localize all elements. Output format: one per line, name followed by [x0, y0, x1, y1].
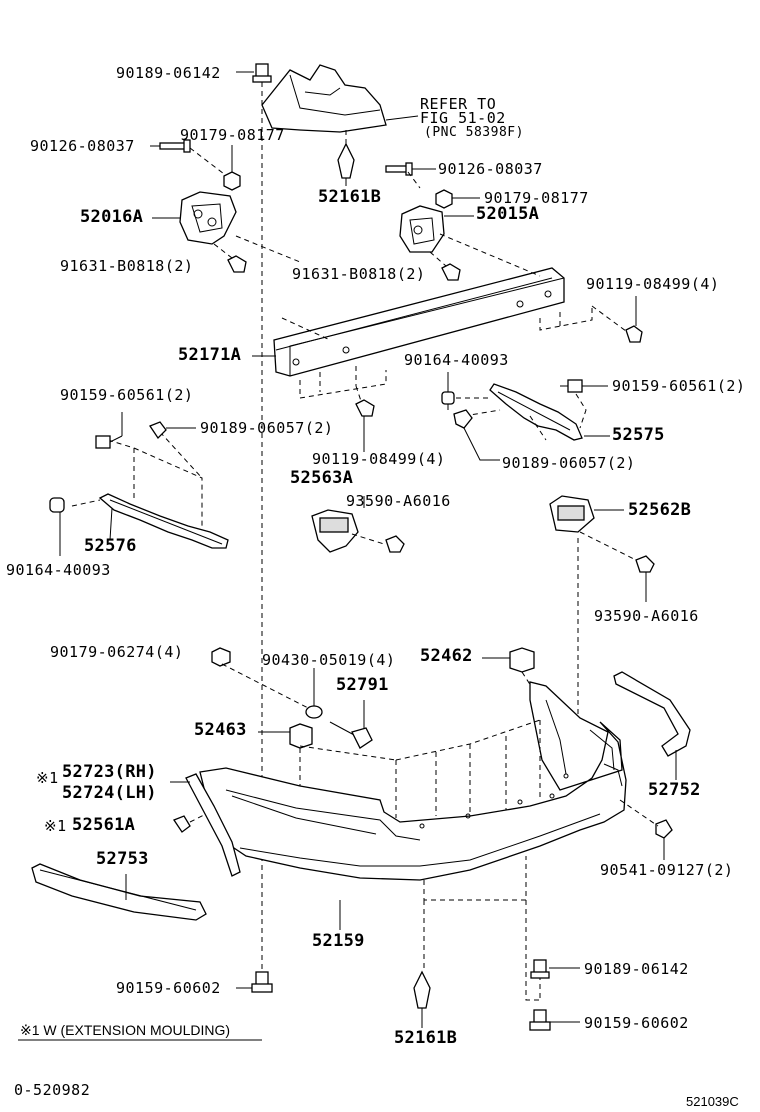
- label-52016a: 52016A: [80, 207, 144, 227]
- label-52161b-bottom: 52161B: [394, 1028, 458, 1048]
- label-90189-06142-top: 90189-06142: [116, 64, 221, 82]
- screw-90164-left: [49, 497, 65, 513]
- clip-52161b-top: [337, 142, 355, 179]
- bolt-90126-right: [385, 162, 413, 176]
- label-52171a: 52171A: [178, 345, 242, 365]
- label-90119-08499-right: 90119-08499(4): [586, 275, 720, 293]
- label-91631-b0818-left: 91631-B0818(2): [60, 257, 194, 275]
- label-52561a: 52561A: [72, 815, 136, 835]
- label-90430-05019: 90430-05019(4): [262, 651, 396, 669]
- label-52791: 52791: [336, 675, 389, 695]
- nut-right: [435, 189, 453, 209]
- mark-note-52723: ※1: [36, 769, 59, 787]
- bolt-90119-mid: [355, 399, 375, 417]
- bolt-90119-right: [625, 325, 643, 343]
- nut-90179-06274: [211, 647, 231, 667]
- label-refer-line1: REFER TO: [420, 95, 497, 113]
- label-52161b-top: 52161B: [318, 187, 382, 207]
- label-91631-b0818-right: 91631-B0818(2): [292, 265, 426, 283]
- stud-52791: [329, 721, 373, 749]
- bolt-91631-right: [441, 263, 461, 281]
- label-52576: 52576: [84, 536, 137, 556]
- bolt-top-left: [252, 63, 272, 83]
- label-90164-40093-left: 90164-40093: [6, 561, 111, 579]
- label-52575: 52575: [612, 425, 665, 445]
- label-90189-06142-bottom: 90189-06142: [584, 960, 689, 978]
- nut-left: [223, 171, 241, 191]
- screw-90164-right: [441, 391, 455, 410]
- moulding-52752: [613, 671, 691, 757]
- screw-90159-left: [95, 435, 111, 449]
- label-52752: 52752: [648, 780, 701, 800]
- label-52159: 52159: [312, 931, 365, 951]
- label-52462: 52462: [420, 646, 473, 666]
- label-52562b: 52562B: [628, 500, 692, 520]
- label-90159-60561-right: 90159-60561(2): [612, 377, 746, 395]
- label-90159-60561-left: 90159-60561(2): [60, 386, 194, 404]
- label-93590-a6016-left: 93590-A6016: [346, 492, 451, 510]
- mark-note-52561a: ※1: [44, 817, 67, 835]
- pad-52463: [289, 723, 313, 749]
- bolt-bottom-left: [251, 971, 273, 993]
- moulding-52753: [31, 863, 207, 921]
- reinforcement-52171a: [273, 267, 565, 377]
- label-52724: 52724(LH): [62, 783, 157, 803]
- label-90189-06057-left: 90189-06057(2): [200, 419, 334, 437]
- clip-90189-right: [453, 409, 473, 429]
- label-90541-09127: 90541-09127(2): [600, 861, 734, 879]
- clip-52161b-bottom: [413, 970, 431, 1009]
- footer-left-code: 0-520982: [14, 1081, 91, 1099]
- bracket-52563a: [311, 509, 359, 553]
- extension-moulding-52723: [185, 773, 241, 877]
- retainer-52576: [98, 493, 229, 549]
- footnote: ※1 W (EXTENSION MOULDING): [20, 1022, 231, 1038]
- label-90164-40093-right: 90164-40093: [404, 351, 509, 369]
- clip-90541: [655, 819, 673, 839]
- bracket-52016a: [179, 191, 237, 245]
- footer-right-code: 521039C: [686, 1094, 739, 1109]
- label-52463: 52463: [194, 720, 247, 740]
- screw-93590-right: [635, 555, 655, 573]
- bolt-91631-left: [227, 255, 247, 273]
- undercover-shape: [261, 64, 387, 133]
- bumper-cover-52159: [199, 681, 627, 881]
- bolt-90189-bottom: [530, 959, 550, 979]
- label-90126-08037-left: 90126-08037: [30, 137, 135, 155]
- label-52723: 52723(RH): [62, 762, 157, 782]
- label-90189-06057-right: 90189-06057(2): [502, 454, 636, 472]
- label-90179-08177-right: 90179-08177: [484, 189, 589, 207]
- label-93590-a6016-right: 93590-A6016: [594, 607, 699, 625]
- screw-90159-right: [560, 379, 583, 393]
- label-90119-08499-mid: 90119-08499(4): [312, 450, 446, 468]
- screw-93590-left: [385, 535, 405, 553]
- bracket-52015a: [399, 205, 445, 253]
- clip-52561a: [173, 815, 191, 833]
- pad-52462: [509, 647, 535, 673]
- label-90179-08177-left: 90179-08177: [180, 126, 285, 144]
- label-52015a: 52015A: [476, 204, 540, 224]
- label-90159-60602-left: 90159-60602: [116, 979, 221, 997]
- washer-90430: [305, 705, 323, 719]
- label-refer-line3: (PNC 58398F): [424, 125, 524, 140]
- label-90126-08037-right: 90126-08037: [438, 160, 543, 178]
- bolt-90159-bottom-right: [529, 1009, 551, 1031]
- label-90179-06274: 90179-06274(4): [50, 643, 184, 661]
- retainer-52575: [489, 383, 583, 441]
- clip-90189-left: [149, 421, 167, 440]
- label-52753: 52753: [96, 849, 149, 869]
- label-52563a: 52563A: [290, 468, 354, 488]
- bracket-52562b: [549, 495, 595, 533]
- label-90159-60602-right: 90159-60602: [584, 1014, 689, 1032]
- label-refer-line2: FIG 51-02: [420, 109, 506, 127]
